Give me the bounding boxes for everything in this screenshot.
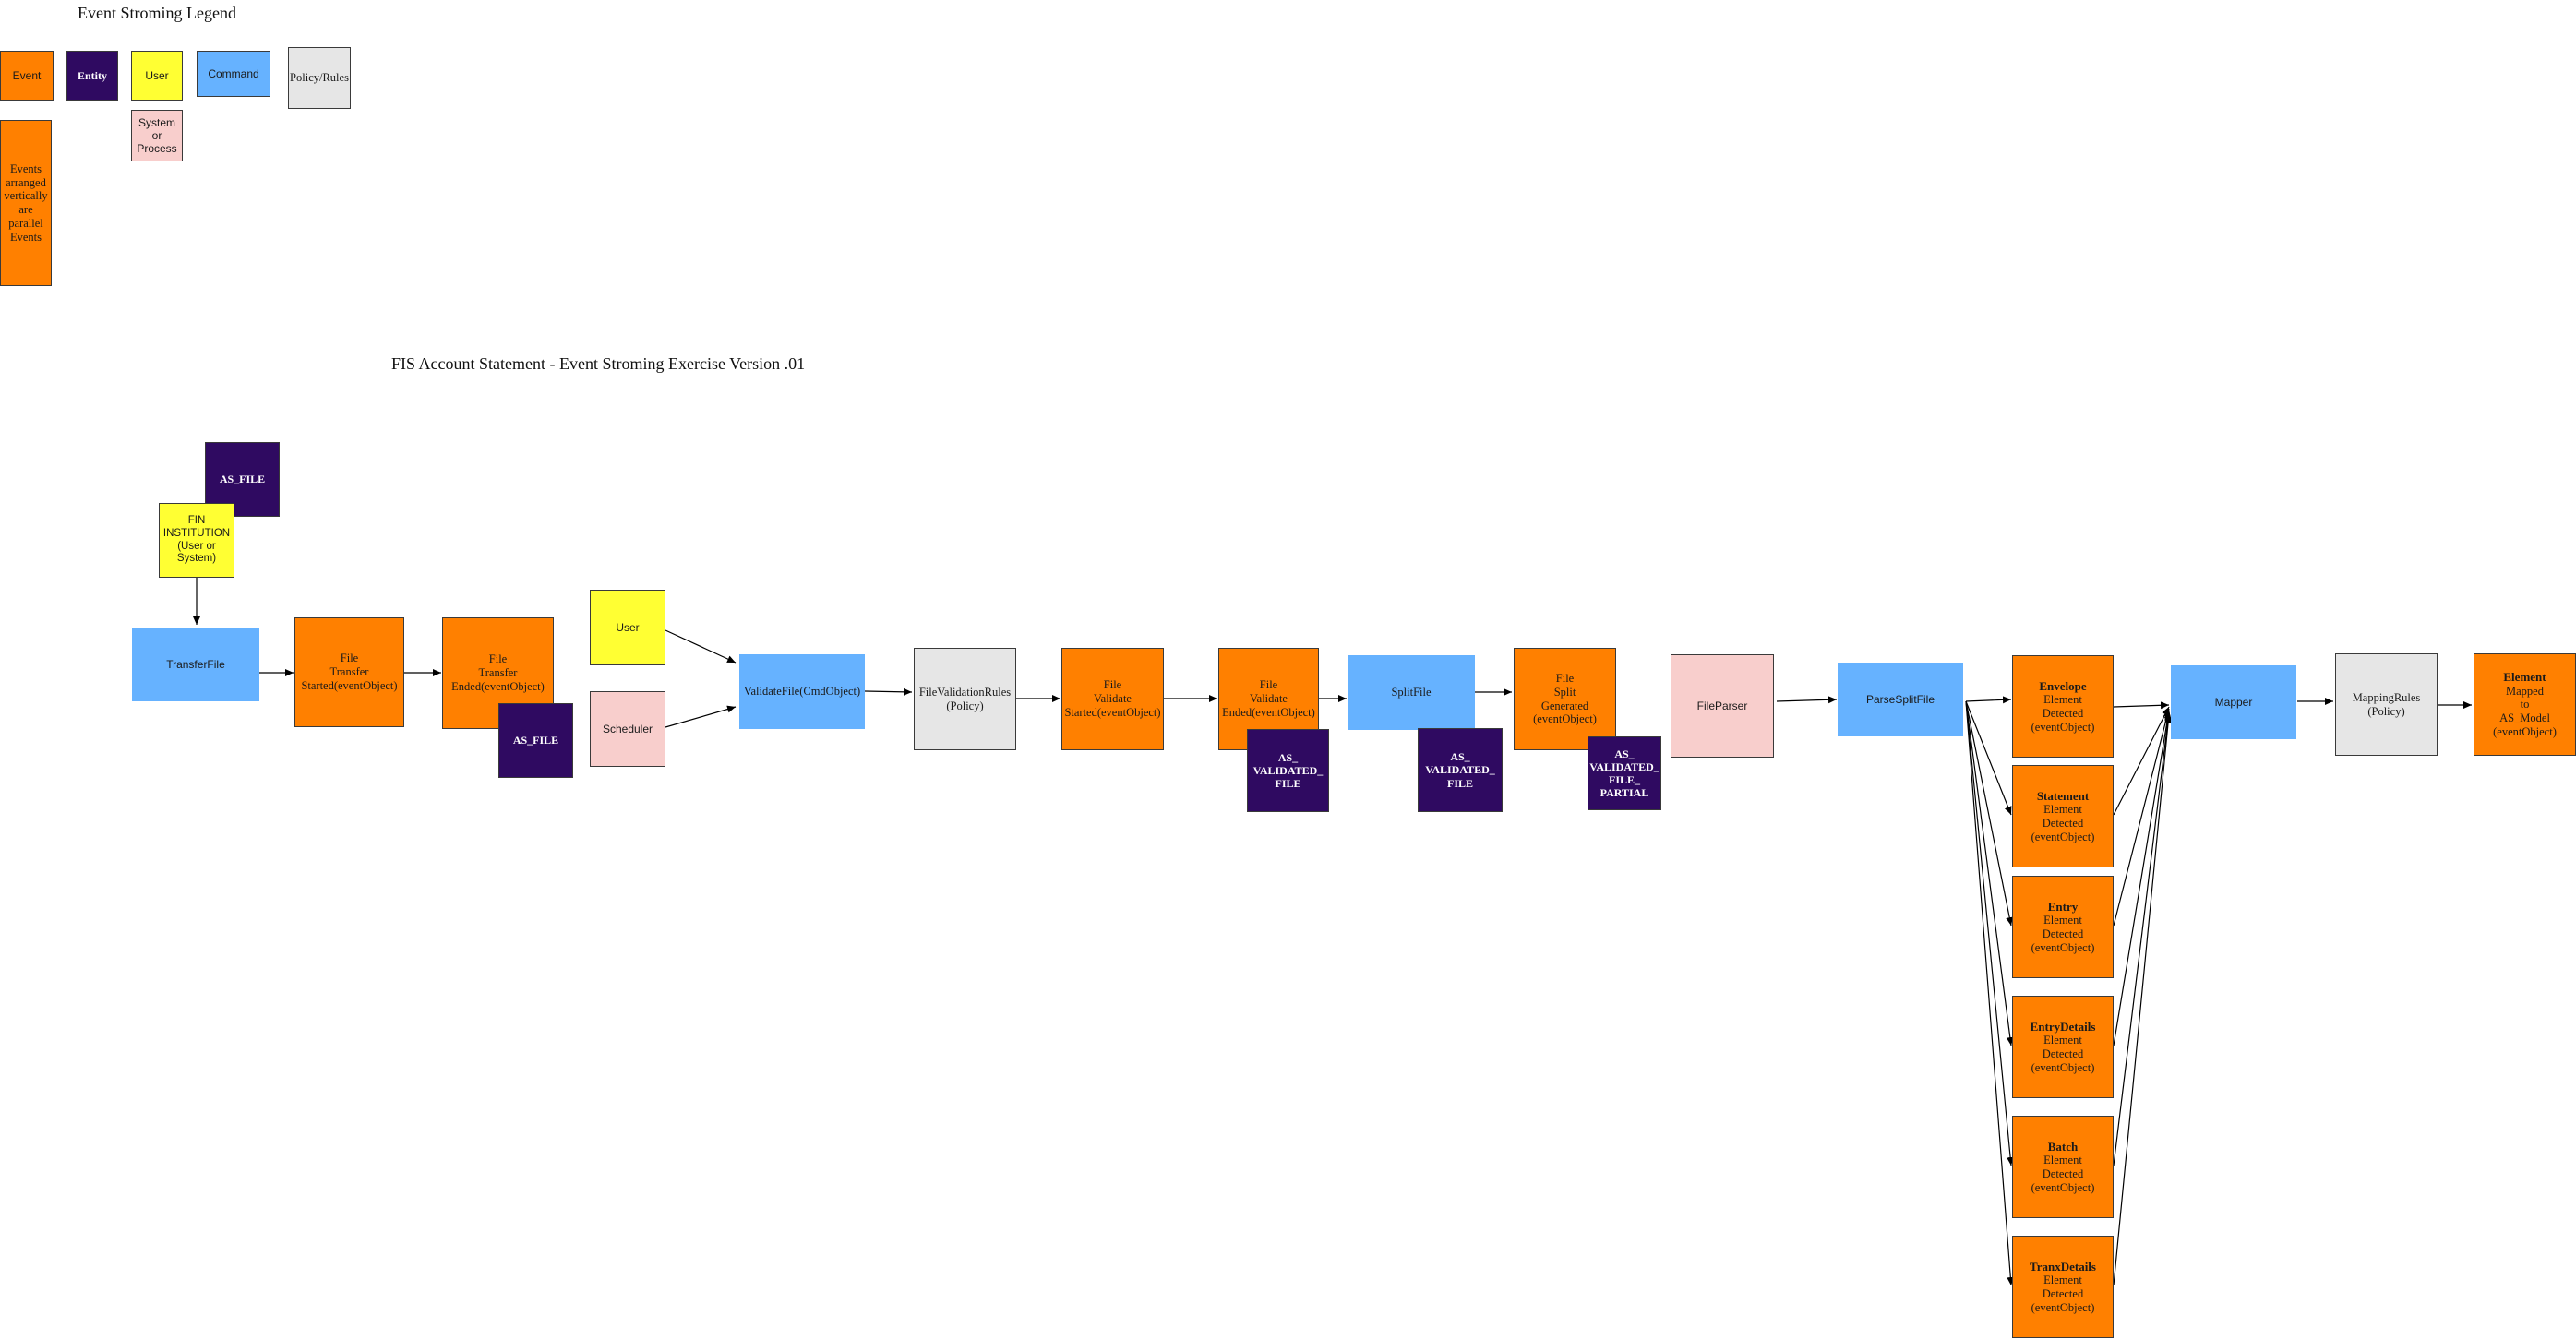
system-file-parser-label: FileParser (1696, 699, 1748, 712)
legend-event: Event (0, 51, 54, 101)
event-tranxdetails-title: TranxDetails (2030, 1259, 2096, 1273)
legend-parallel-label: Events arranged vertically are parallel … (4, 161, 48, 244)
event-file-transfer-started-label: File Transfer Started(eventObject) (301, 652, 398, 692)
policy-file-validation-rules: FileValidationRules (Policy) (914, 648, 1016, 750)
command-validate-file-label: ValidateFile(CmdObject) (743, 685, 861, 699)
entity-as-validated-file-1-label: AS_ VALIDATED_ FILE (1252, 750, 1324, 791)
system-file-parser: FileParser (1671, 654, 1774, 758)
command-transfer-file: TransferFile (132, 628, 259, 701)
event-element-mapped: Element Mapped to AS_Model (eventObject) (2474, 653, 2576, 756)
edge-entrydetails-mapper (2113, 710, 2172, 1046)
command-split-file: SplitFile (1348, 655, 1475, 730)
event-file-split-generated-label: File Split Generated (eventObject) (1533, 672, 1597, 726)
event-file-transfer-ended-label: File Transfer Ended(eventObject) (451, 652, 545, 693)
event-entry-detected: Entry Element Detected (eventObject) (2012, 876, 2114, 978)
command-parse-split-file: ParseSplitFile (1838, 663, 1963, 736)
entity-as-file-top-label: AS_FILE (219, 472, 266, 486)
event-entry-title: Entry (2047, 899, 2079, 914)
event-file-validate-started: File Validate Started(eventObject) (1061, 648, 1164, 750)
edge-parser-parse (1776, 696, 1838, 704)
entity-as-file-mid-label: AS_FILE (512, 734, 559, 747)
entity-as-validated-file-1: AS_ VALIDATED_ FILE (1247, 729, 1329, 812)
event-batch-text: Element Detected (eventObject) (2031, 1154, 2095, 1194)
legend-system: System or Process (131, 110, 183, 161)
event-envelope-text: Element Detected (eventObject) (2031, 693, 2095, 734)
entity-as-validated-file-partial-label: AS_ VALIDATED_ FILE_ PARTIAL (1589, 747, 1659, 800)
event-entry-text: Element Detected (eventObject) (2031, 914, 2095, 954)
command-mapper-label: Mapper (2214, 695, 2253, 709)
edge-parse-entrydetails (1965, 700, 2014, 1046)
edge-tranx-mapper (2113, 713, 2173, 1286)
command-transfer-file-label: TransferFile (166, 657, 225, 671)
edge-statement-mapper (2113, 706, 2170, 816)
user-fin-institution-label: FIN INSTITUTION (User or System) (162, 515, 231, 565)
edge-validate-rules (864, 687, 913, 696)
event-batch-title: Batch (2047, 1139, 2079, 1154)
legend-command-label: Command (208, 66, 259, 80)
event-element-mapped-text: Mapped to AS_Model (eventObject) (2493, 684, 2557, 738)
system-scheduler: Scheduler (590, 691, 665, 767)
legend-system-label: System or Process (137, 115, 177, 156)
policy-mapping-rules: MappingRules (Policy) (2335, 653, 2438, 756)
entity-as-validated-file-partial: AS_ VALIDATED_ FILE_ PARTIAL (1588, 736, 1661, 810)
event-file-validate-started-label: File Validate Started(eventObject) (1064, 678, 1161, 719)
event-envelope-title: Envelope (2039, 678, 2087, 693)
edge-scheduler-validate (665, 705, 737, 728)
event-element-mapped-title: Element (2503, 670, 2546, 685)
legend-user-label: User (145, 68, 169, 82)
legend-user: User (131, 51, 183, 101)
command-validate-file: ValidateFile(CmdObject) (739, 654, 865, 729)
event-envelope-detected: Envelope Element Detected (eventObject) (2012, 655, 2114, 758)
event-statement-detected: Statement Element Detected (eventObject) (2012, 765, 2114, 867)
edge-parse-envelope (1965, 696, 2012, 704)
user-user-label: User (616, 620, 640, 634)
diagram-title: FIS Account Statement - Event Stroming E… (391, 354, 806, 373)
command-parse-split-file-label: ParseSplitFile (1865, 692, 1935, 706)
edge-parse-statement (1965, 700, 2012, 816)
edge-envelope-mapper (2113, 701, 2170, 710)
edge-entry-mapper (2113, 708, 2171, 927)
command-mapper: Mapper (2171, 665, 2296, 739)
event-file-split-generated: File Split Generated (eventObject) (1514, 648, 1616, 750)
legend-policy: Policy/Rules (288, 47, 351, 109)
entity-as-file-mid: AS_FILE (498, 703, 573, 778)
command-split-file-label: SplitFile (1391, 686, 1432, 699)
legend-entity: Entity (66, 51, 118, 101)
entity-as-file-top: AS_FILE (205, 442, 280, 517)
event-tranxdetails-detected: TranxDetails Element Detected (eventObje… (2012, 1236, 2114, 1338)
event-statement-title: Statement (2036, 788, 2090, 803)
event-entrydetails-text: Element Detected (eventObject) (2031, 1034, 2095, 1074)
event-statement-text: Element Detected (eventObject) (2031, 803, 2095, 843)
policy-file-validation-rules-label: FileValidationRules (Policy) (918, 685, 1012, 712)
event-entrydetails-detected: EntryDetails Element Detected (eventObje… (2012, 996, 2114, 1098)
legend-policy-label: Policy/Rules (290, 71, 349, 85)
legend-event-label: Event (12, 68, 42, 82)
event-batch-detected: Batch Element Detected (eventObject) (2012, 1116, 2114, 1218)
edge-batch-mapper (2113, 711, 2172, 1166)
system-scheduler-label: Scheduler (602, 722, 653, 735)
legend-parallel-events: Events arranged vertically are parallel … (0, 120, 52, 286)
event-file-validate-ended-label: File Validate Ended(eventObject) (1222, 678, 1315, 719)
entity-as-validated-file-2: AS_ VALIDATED_ FILE (1418, 728, 1503, 812)
edge-parse-entry (1965, 700, 2014, 927)
edge-parse-tranx (1965, 700, 2015, 1286)
user-fin-institution: FIN INSTITUTION (User or System) (159, 503, 234, 578)
policy-mapping-rules-label: MappingRules (Policy) (2352, 690, 2421, 718)
entity-as-validated-file-2-label: AS_ VALIDATED_ FILE (1425, 750, 1495, 790)
legend-entity-label: Entity (77, 68, 107, 82)
event-entrydetails-title: EntryDetails (2030, 1019, 2096, 1034)
event-file-transfer-started: File Transfer Started(eventObject) (294, 617, 404, 727)
edge-parse-batch (1965, 700, 2015, 1166)
edge-user-validate (665, 629, 737, 664)
legend-title: Event Stroming Legend (78, 4, 236, 22)
user-user: User (590, 590, 665, 665)
event-tranxdetails-text: Element Detected (eventObject) (2031, 1273, 2095, 1314)
legend-command: Command (197, 51, 270, 97)
